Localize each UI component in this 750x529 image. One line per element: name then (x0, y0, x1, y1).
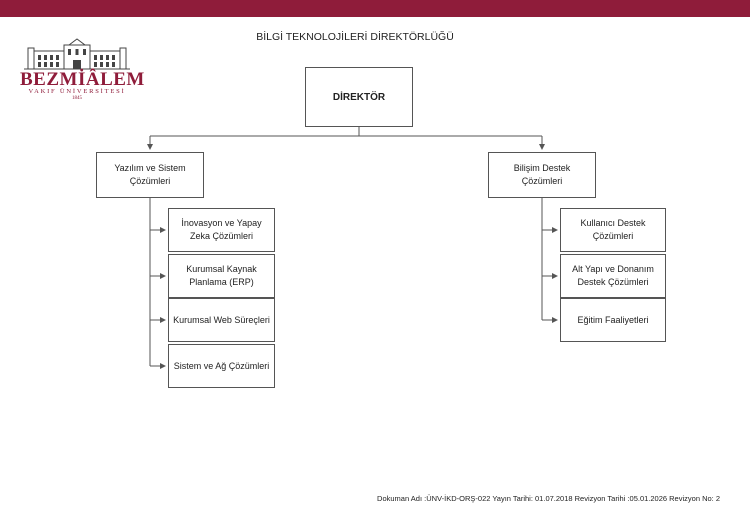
university-logo: BEZMİÂLEM VAKIF ÜNİVERSİTESİ 1845 (20, 36, 145, 102)
director-label: DİREKTÖR (332, 91, 386, 103)
system-network-box: Sistem ve Ağ Çözümleri (168, 344, 275, 388)
training-activities-label: Eğitim Faaliyetleri (577, 314, 649, 325)
innovation-ai-box: İnovasyon ve Yapay Zeka Çözümleri (168, 208, 275, 252)
system-network-label: Sistem ve Ağ Çözümleri (173, 360, 270, 371)
software-systems-label: Yazılım ve Sistem Çözümleri (114, 163, 186, 186)
innovation-ai-label: İnovasyon ve Yapay Zeka Çözümleri (181, 218, 262, 241)
document-footer: Dokuman Adı :ÜNV-İKD-ORŞ-022 Yayın Tarih… (377, 494, 720, 503)
it-support-box: Bilişim Destek Çözümleri (488, 152, 596, 198)
web-processes-box: Kurumsal Web Süreçleri (168, 298, 275, 342)
web-processes-label: Kurumsal Web Süreçleri (173, 314, 270, 325)
training-activities-box: Eğitim Faaliyetleri (560, 298, 666, 342)
director-box: DİREKTÖR (305, 67, 413, 127)
software-systems-box: Yazılım ve Sistem Çözümleri (96, 152, 204, 198)
logo-year: 1845 (72, 96, 82, 101)
erp-box: Kurumsal Kaynak Planlama (ERP) (168, 254, 275, 298)
erp-label: Kurumsal Kaynak Planlama (ERP) (186, 264, 257, 287)
building-icon (24, 38, 130, 70)
user-support-label: Kullanıcı Destek Çözümleri (580, 218, 646, 241)
logo-subtitle: VAKIF ÜNİVERSİTESİ (28, 88, 126, 95)
top-color-bar (0, 0, 750, 17)
infrastructure-hardware-label: Alt Yapı ve Donanım Destek Çözümleri (572, 264, 654, 287)
page-title: BİLGİ TEKNOLOJİLERİ DİREKTÖRLÜĞÜ (256, 31, 454, 43)
user-support-box: Kullanıcı Destek Çözümleri (560, 208, 666, 252)
logo-wordmark: BEZMİÂLEM (20, 69, 145, 90)
infrastructure-hardware-box: Alt Yapı ve Donanım Destek Çözümleri (560, 254, 666, 298)
it-support-label: Bilişim Destek Çözümleri (513, 163, 571, 186)
